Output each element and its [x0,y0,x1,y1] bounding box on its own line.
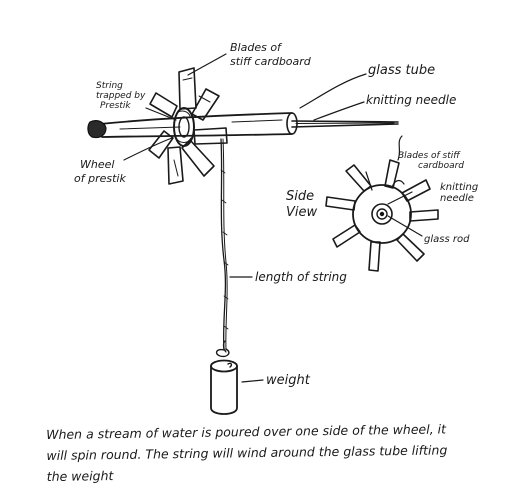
label-string-line3: Prestik [100,101,131,111]
caption-text: When a stream of water is poured over on… [46,421,448,484]
weight [210,340,238,415]
label-string-line2: trapped by [96,91,146,101]
side-label-needle-line2: needle [440,193,474,204]
side-label-blades-line2: cardboard [418,161,464,171]
glass-tube [99,112,298,138]
side-label-blades: Blades of stiff cardboard [398,151,464,171]
label-blades-line1: Blades of [230,41,283,54]
string [220,138,229,351]
knitting-needle [291,120,399,128]
label-wheel-line2: of prestik [74,172,126,185]
label-length-of-string: length of string [255,270,347,284]
prestik-end-cap [87,120,107,139]
label-string-line1: String [96,81,123,91]
label-wheel: Wheel of prestik [74,158,126,185]
label-knitting-needle: knitting needle [366,93,456,107]
side-label-knitting-needle: knitting needle [440,182,478,204]
side-label-needle-line1: knitting [440,182,478,193]
side-label-blades-line1: Blades of stiff [398,151,461,161]
side-view-title-line1: Side [286,189,314,204]
side-view-drawing [325,135,439,272]
side-view-title: Side View [286,189,318,220]
side-view-title-line2: View [286,205,318,220]
label-wheel-line1: Wheel [80,158,114,171]
label-weight: weight [266,373,311,388]
label-glass-tube: glass tube [368,63,435,78]
label-blades: Blades of stiff cardboard [230,41,312,68]
label-blades-line2: stiff cardboard [230,55,312,68]
leader-lines [123,53,367,383]
label-string-trapped: String trapped by Prestik [96,81,146,111]
side-label-glass-rod: glass rod [424,234,470,245]
cardboard-blades [148,67,228,185]
